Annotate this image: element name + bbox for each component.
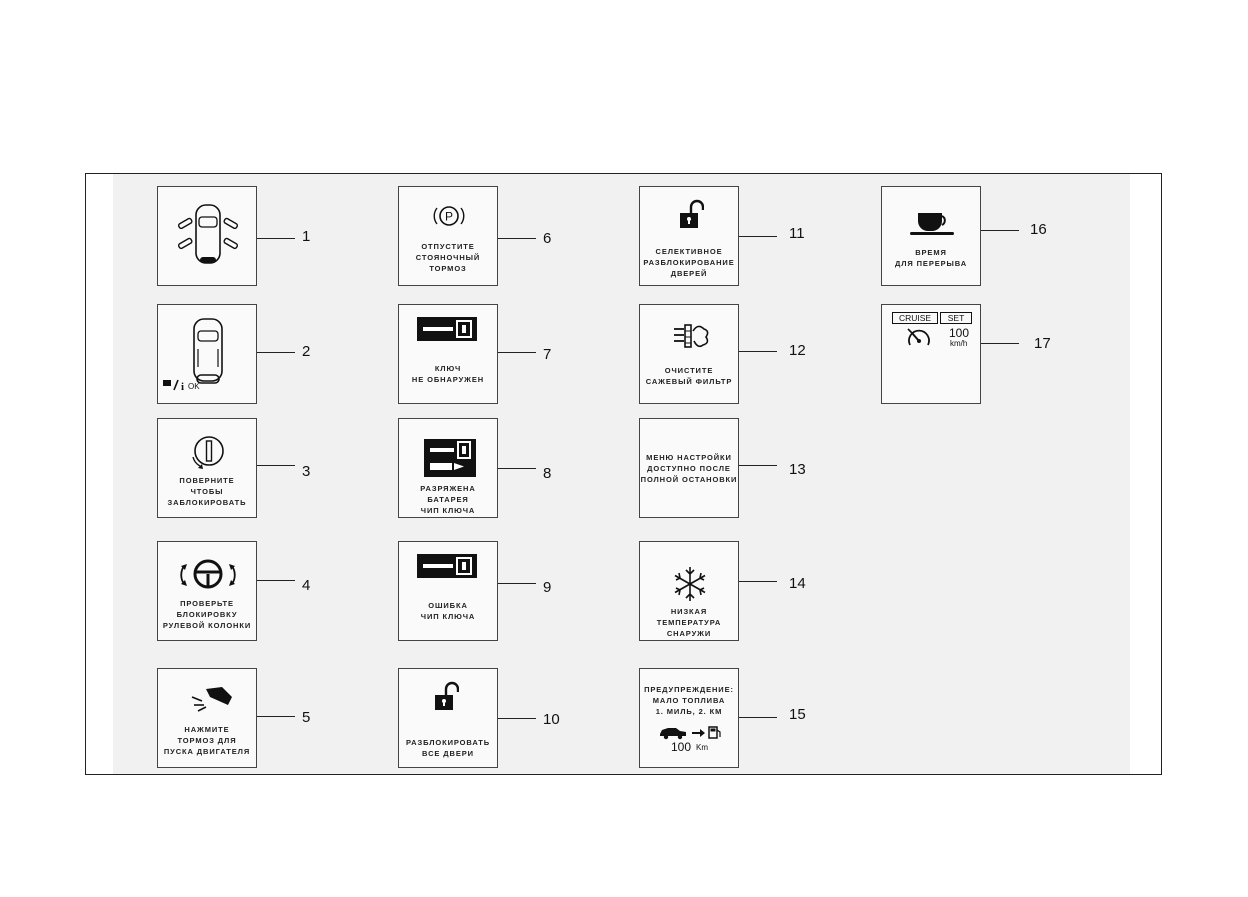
tile-16-caption: Время для перерыва bbox=[894, 248, 968, 268]
tile-6: P Отпустите стояночный тормоз bbox=[398, 186, 498, 286]
callout-line-12 bbox=[739, 351, 777, 352]
callout-number-6: 6 bbox=[543, 230, 552, 247]
callout-line-2 bbox=[257, 352, 295, 353]
callout-number-17: 17 bbox=[1034, 335, 1051, 352]
tile-13: Меню настройки доступно после полной ост… bbox=[639, 418, 739, 518]
callout-line-14 bbox=[739, 581, 777, 582]
tile-8: Разряжена батарея чип ключа bbox=[398, 418, 498, 518]
callout-line-4 bbox=[257, 580, 295, 581]
cruise-speed-unit: km/h bbox=[950, 339, 968, 348]
tile-17: CRUISE SET 100 km/h bbox=[881, 304, 981, 404]
callout-number-13: 13 bbox=[789, 461, 806, 478]
open-doors-car-icon bbox=[177, 204, 239, 264]
tile-15-caption: Предупреждение: мало топлива 1. миль, 2.… bbox=[644, 685, 734, 716]
ok-label: OK bbox=[188, 382, 200, 391]
tile-4-caption: Проверьте блокировку рулевой колонки bbox=[162, 599, 252, 630]
key-battery-icon bbox=[424, 439, 476, 477]
brake-pedal-icon bbox=[191, 687, 232, 712]
key-icon bbox=[417, 554, 477, 578]
tile-11: Селективное разблокирование дверей bbox=[639, 186, 739, 286]
tile-15: Предупреждение: мало топлива 1. миль, 2.… bbox=[639, 668, 739, 768]
callout-number-9: 9 bbox=[543, 579, 552, 596]
callout-line-5 bbox=[257, 716, 295, 717]
tile-6-caption: Отпустите стояночный тормоз bbox=[415, 242, 481, 273]
callout-number-16: 16 bbox=[1030, 221, 1047, 238]
callout-number-8: 8 bbox=[543, 465, 552, 482]
tile-9: Ошибка чип ключа bbox=[398, 541, 498, 641]
tile-5: Нажмите тормоз для пуска двигателя bbox=[157, 668, 257, 768]
ignition-lock-icon bbox=[192, 436, 224, 469]
tile-7-caption: Ключ не обнаружен bbox=[411, 364, 485, 384]
svg-text:P: P bbox=[445, 210, 453, 224]
coffee-cup-icon bbox=[910, 213, 954, 235]
callout-line-17 bbox=[981, 343, 1019, 344]
callout-number-14: 14 bbox=[789, 575, 806, 592]
callout-number-11: 11 bbox=[789, 225, 805, 242]
tile-2: i OK bbox=[157, 304, 257, 404]
callout-line-10 bbox=[498, 718, 536, 719]
callout-line-1 bbox=[257, 238, 295, 239]
callout-line-16 bbox=[981, 230, 1019, 231]
unlock-icon bbox=[680, 199, 704, 228]
fuel-range-unit: Km bbox=[696, 743, 708, 752]
callout-number-7: 7 bbox=[543, 346, 552, 363]
cruise-label: CRUISE bbox=[892, 312, 938, 324]
callout-number-4: 4 bbox=[302, 577, 311, 594]
tile-10-caption: Разблокировать все двери bbox=[405, 738, 491, 758]
callout-line-9 bbox=[498, 583, 536, 584]
callout-line-8 bbox=[498, 468, 536, 469]
tile-8-caption: Разряжена батарея чип ключа bbox=[420, 484, 476, 515]
callout-number-1: 1 bbox=[302, 228, 311, 245]
cruise-speed-value: 100 bbox=[949, 326, 970, 340]
callout-number-12: 12 bbox=[789, 342, 806, 359]
callout-line-13 bbox=[739, 465, 777, 466]
tile-10: Разблокировать все двери bbox=[398, 668, 498, 768]
callout-number-10: 10 bbox=[543, 711, 560, 728]
callout-number-5: 5 bbox=[302, 709, 311, 726]
steering-wheel-lock-icon bbox=[180, 559, 236, 589]
key-icon bbox=[417, 317, 477, 341]
car-to-fuel-icon bbox=[660, 726, 721, 740]
tile-3: Поверните чтобы заблокировать bbox=[157, 418, 257, 518]
tile-13-caption: Меню настройки доступно после полной ост… bbox=[640, 453, 738, 484]
tile-4: Проверьте блокировку рулевой колонки bbox=[157, 541, 257, 641]
callout-line-15 bbox=[739, 717, 777, 718]
tile-14-caption: Низкая температура снаружи bbox=[656, 607, 722, 638]
tile-14: Низкая температура снаружи bbox=[639, 541, 739, 641]
fuel-range-value: 100 bbox=[671, 740, 692, 754]
callout-line-3 bbox=[257, 465, 295, 466]
callout-line-11 bbox=[739, 236, 777, 237]
tile-12-caption: Очистите сажевый фильтр bbox=[645, 366, 733, 386]
tile-12: Очистите сажевый фильтр bbox=[639, 304, 739, 404]
car-top-view-icon bbox=[193, 318, 223, 384]
svg-text:i: i bbox=[181, 381, 184, 391]
tile-9-caption: Ошибка чип ключа bbox=[420, 601, 476, 621]
tile-11-caption: Селективное разблокирование дверей bbox=[643, 247, 735, 278]
snowflake-icon bbox=[674, 567, 706, 601]
callout-line-6 bbox=[498, 238, 536, 239]
tile-7: Ключ не обнаружен bbox=[398, 304, 498, 404]
set-label: SET bbox=[940, 312, 972, 324]
callout-number-2: 2 bbox=[302, 343, 311, 360]
speedometer-icon bbox=[907, 328, 930, 346]
tile-5-caption: Нажмите тормоз для пуска двигателя bbox=[163, 725, 251, 756]
particulate-filter-icon bbox=[674, 324, 709, 348]
tile-16: Время для перерыва bbox=[881, 186, 981, 286]
tile-3-caption: Поверните чтобы заблокировать bbox=[167, 476, 247, 507]
tile-1 bbox=[157, 186, 257, 286]
parking-brake-icon: P bbox=[433, 206, 465, 226]
unlock-icon bbox=[435, 681, 459, 710]
callout-line-7 bbox=[498, 352, 536, 353]
callout-number-3: 3 bbox=[302, 463, 311, 480]
info-message-icon: i bbox=[163, 379, 184, 391]
callout-number-15: 15 bbox=[789, 706, 806, 723]
